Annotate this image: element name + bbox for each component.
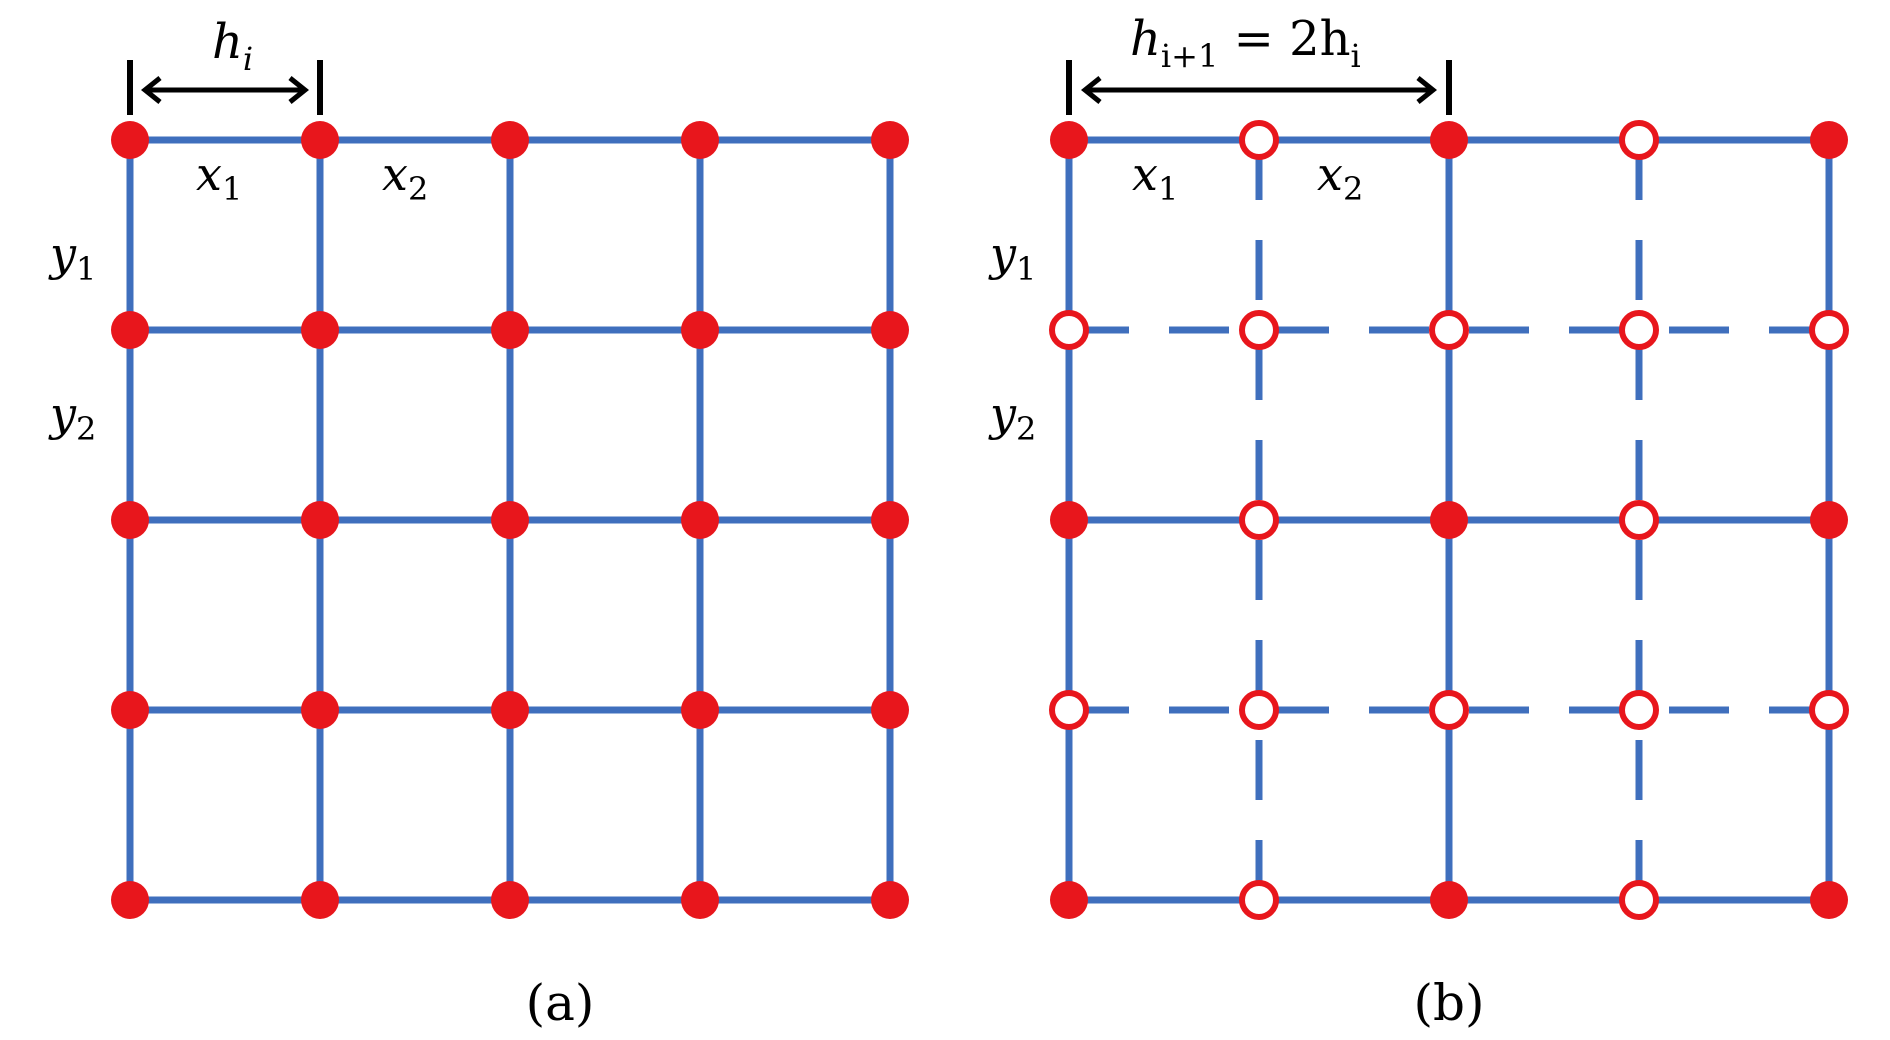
node-filled: [681, 691, 719, 729]
panel-a-label-y1: y1: [48, 227, 96, 288]
panel-b-spacing-bracket: [1066, 60, 1452, 115]
node-filled: [1810, 881, 1848, 919]
node-filled: [871, 311, 909, 349]
panel-b-bracket-arrow-right: [1416, 76, 1438, 104]
panel-a-edges: [126, 136, 894, 904]
panel-a-label-y2: y2: [48, 387, 96, 448]
panel-b-bracket-arrow-left: [1080, 76, 1102, 104]
panel-a-nodes: [111, 121, 909, 919]
node-filled: [1430, 501, 1468, 539]
node-filled: [1050, 501, 1088, 539]
node-filled: [1430, 121, 1468, 159]
panel-b-label-x2: x2: [1317, 147, 1363, 208]
node-filled: [681, 121, 719, 159]
node-filled: [1810, 121, 1848, 159]
node-hollow: [1239, 880, 1279, 920]
node-filled: [1050, 121, 1088, 159]
panel-b-caption: (b): [1413, 974, 1484, 1032]
node-filled: [491, 881, 529, 919]
node-hollow: [1049, 690, 1089, 730]
node-filled: [111, 881, 149, 919]
panel-b-label-y1: y1: [988, 227, 1036, 288]
node-filled: [111, 121, 149, 159]
panel-a-bracket-arrow-right: [288, 76, 310, 104]
node-hollow: [1619, 500, 1659, 540]
node-filled: [491, 691, 529, 729]
node-filled: [1050, 881, 1088, 919]
node-filled: [871, 121, 909, 159]
panel-a: hi x1 x2 y1 y2 (a): [48, 14, 909, 1032]
node-hollow: [1619, 310, 1659, 350]
panel-b: hi+1 = 2hi x1 x2 y1 y2 (b): [988, 11, 1849, 1032]
node-hollow: [1619, 690, 1659, 730]
panel-b-label-y2: y2: [988, 387, 1036, 448]
node-filled: [491, 311, 529, 349]
node-filled: [111, 691, 149, 729]
panel-b-nodes: [1049, 120, 1849, 920]
node-hollow: [1619, 880, 1659, 920]
panel-b-label-x1: x1: [1132, 147, 1178, 208]
node-filled: [301, 881, 339, 919]
node-filled: [491, 501, 529, 539]
node-filled: [301, 311, 339, 349]
node-hollow: [1429, 690, 1469, 730]
panel-a-bracket-arrow-left: [140, 76, 162, 104]
panel-a-spacing-label: hi: [212, 14, 253, 78]
node-hollow: [1429, 310, 1469, 350]
node-hollow: [1239, 120, 1279, 160]
node-filled: [1430, 881, 1468, 919]
node-filled: [681, 501, 719, 539]
node-filled: [491, 121, 529, 159]
node-hollow: [1049, 310, 1089, 350]
panel-b-spacing-label: hi+1 = 2hi: [1130, 11, 1361, 75]
node-hollow: [1239, 690, 1279, 730]
panel-a-label-x2: x2: [382, 147, 428, 208]
node-filled: [301, 691, 339, 729]
panel-a-label-x1: x1: [196, 147, 242, 208]
node-filled: [871, 691, 909, 729]
node-hollow: [1809, 310, 1849, 350]
node-filled: [111, 311, 149, 349]
panel-a-caption: (a): [526, 974, 595, 1032]
node-filled: [301, 501, 339, 539]
node-hollow: [1239, 500, 1279, 540]
node-hollow: [1619, 120, 1659, 160]
node-hollow: [1809, 690, 1849, 730]
node-filled: [871, 881, 909, 919]
node-filled: [871, 501, 909, 539]
node-filled: [681, 881, 719, 919]
node-filled: [301, 121, 339, 159]
node-hollow: [1239, 310, 1279, 350]
node-filled: [1810, 501, 1848, 539]
node-filled: [681, 311, 719, 349]
node-filled: [111, 501, 149, 539]
panel-a-spacing-bracket: [127, 60, 323, 115]
